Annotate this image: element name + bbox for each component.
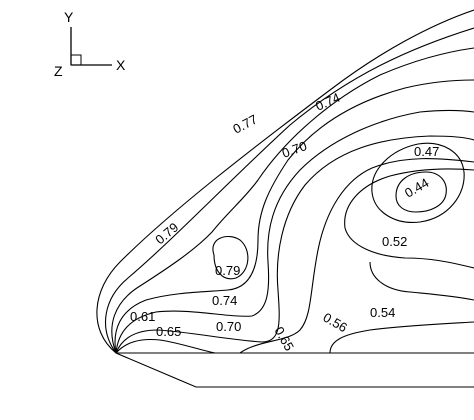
contour-outer bbox=[96, 9, 474, 354]
y-axis-label: Y bbox=[64, 9, 74, 25]
contour-0.79 bbox=[104, 27, 474, 354]
contour-0.56 bbox=[239, 158, 474, 354]
contour-inner-bump bbox=[212, 236, 249, 280]
label-0.70-lower: 0.70 bbox=[216, 319, 241, 334]
label-0.65-right: 0.65 bbox=[271, 324, 297, 353]
body-lower-surface bbox=[115, 352, 474, 388]
contour-0.61 bbox=[115, 338, 216, 354]
contour-0.70 bbox=[115, 109, 474, 354]
label-0.74-lower: 0.74 bbox=[212, 293, 237, 308]
label-0.44: 0.44 bbox=[402, 175, 431, 201]
label-0.47: 0.47 bbox=[414, 144, 439, 159]
body-outline bbox=[115, 352, 474, 388]
contour-0.74 bbox=[114, 79, 474, 354]
label-0.77: 0.77 bbox=[230, 112, 259, 137]
z-axis-box bbox=[70, 54, 82, 66]
label-0.65-left: 0.65 bbox=[156, 324, 181, 339]
contour-0.52 bbox=[344, 168, 474, 269]
axis-triad: Y Z X bbox=[54, 9, 126, 79]
contour-lines bbox=[96, 9, 474, 354]
contour-0.65 bbox=[115, 135, 474, 354]
contour-0.77 bbox=[111, 47, 474, 354]
label-0.56: 0.56 bbox=[321, 310, 350, 336]
label-0.79-inner: 0.79 bbox=[215, 263, 240, 278]
contour-0.44 bbox=[395, 171, 447, 213]
contour-0.54 bbox=[329, 321, 474, 354]
contour-0.50 bbox=[369, 261, 474, 301]
label-0.52: 0.52 bbox=[382, 234, 407, 249]
label-0.74: 0.74 bbox=[313, 90, 342, 114]
label-0.79-outer: 0.79 bbox=[152, 220, 181, 248]
contour-0.47 bbox=[371, 142, 465, 223]
x-axis-label: X bbox=[116, 57, 126, 73]
label-0.61: 0.61 bbox=[130, 309, 155, 324]
label-0.70-upper: 0.70 bbox=[280, 138, 309, 161]
label-0.54: 0.54 bbox=[370, 305, 395, 320]
z-axis-label: Z bbox=[54, 63, 63, 79]
